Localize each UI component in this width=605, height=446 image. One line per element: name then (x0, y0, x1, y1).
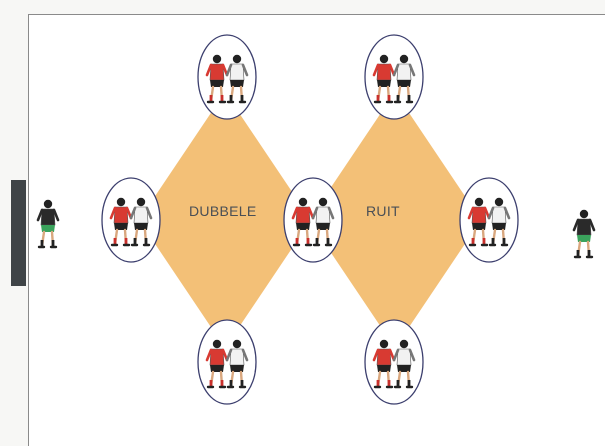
pair-circle (364, 34, 424, 120)
player-figure (205, 339, 229, 389)
right-diamond (309, 92, 481, 348)
player-figure (487, 197, 511, 247)
player-figure (311, 197, 335, 247)
right-diamond-label: RUIT (366, 203, 400, 219)
player-figure (392, 54, 416, 104)
goalkeeper-right (572, 209, 596, 259)
player-pair-right-bottom (364, 319, 424, 405)
player-pair-middle (283, 177, 343, 263)
player-pair-left-top (197, 34, 257, 120)
pair-circle (459, 177, 519, 263)
left-diamond-label: DUBBELE (189, 203, 257, 219)
player-figure (392, 339, 416, 389)
pair-circle (197, 319, 257, 405)
player-pair-left-bottom (197, 319, 257, 405)
goalkeeper-left (36, 199, 60, 249)
player-figure (372, 339, 396, 389)
player-pair-left-left (101, 177, 161, 263)
player-figure (205, 54, 229, 104)
player-figure (109, 197, 133, 247)
player-figure (572, 209, 596, 259)
pair-circle (364, 319, 424, 405)
player-pair-right-top (364, 34, 424, 120)
goal-left (11, 180, 26, 286)
player-pair-right-right (459, 177, 519, 263)
player-figure (129, 197, 153, 247)
player-figure (36, 199, 60, 249)
player-figure (225, 54, 249, 104)
player-figure (467, 197, 491, 247)
pair-circle (283, 177, 343, 263)
player-figure (291, 197, 315, 247)
left-diamond (139, 92, 311, 348)
player-figure (225, 339, 249, 389)
pair-circle (101, 177, 161, 263)
pair-circle (197, 34, 257, 120)
